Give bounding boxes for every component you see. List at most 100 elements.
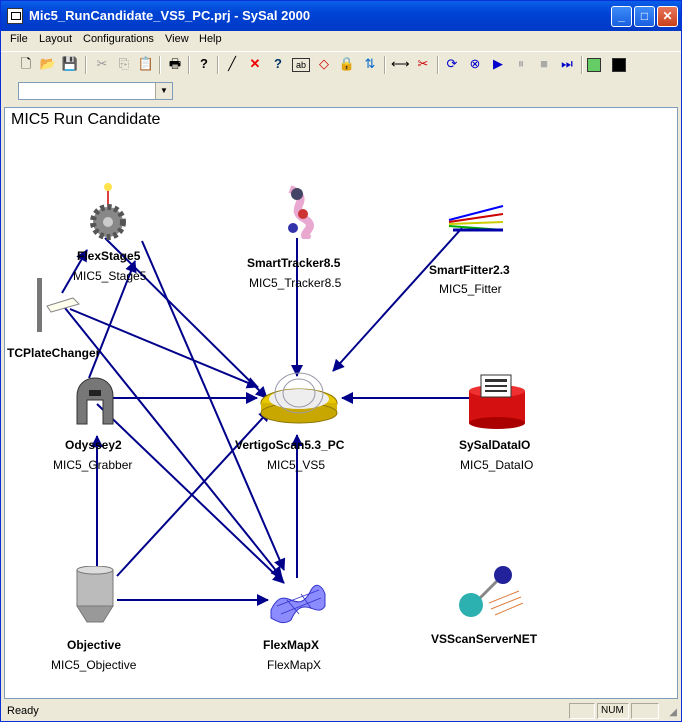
close-button[interactable]: ✕: [657, 6, 678, 27]
step-icon[interactable]: ⏭: [561, 56, 573, 71]
node-sysaldataio-instance: MIC5_DataIO: [460, 458, 534, 472]
gear-icon: [90, 183, 126, 240]
node-vsscanservernet-name: VSScanServerNET: [431, 632, 538, 646]
node-objective[interactable]: [71, 565, 119, 628]
save-icon[interactable]: 💾: [61, 56, 79, 71]
status-bar: Ready NUM ◢: [1, 701, 681, 721]
print-icon[interactable]: 🖶: [168, 56, 182, 71]
delete-icon[interactable]: ✕: [249, 56, 261, 71]
minimize-button[interactable]: _: [611, 6, 632, 27]
helmet-icon: [76, 377, 114, 425]
new-icon[interactable]: 🗋: [20, 56, 32, 71]
query-icon[interactable]: ?: [274, 56, 282, 71]
link-platechanger-to-vs5: [69, 308, 259, 389]
status-panel-scroll: [631, 703, 659, 719]
node-objective-instance: MIC5_Objective: [51, 658, 137, 672]
toolbar-separator: [217, 56, 219, 74]
node-smartfitter[interactable]: [445, 200, 507, 240]
lock-icon[interactable]: 🔒: [338, 56, 356, 71]
vertigo-icon: [260, 372, 338, 424]
link-odyssey-to-flexmap: [96, 403, 285, 584]
maximize-button[interactable]: □: [634, 6, 655, 27]
toolbar: 🗋 📂 💾 ✂ ⎘ 📋 🖶 ? ╱ ✕ ? ab ◇ 🔒 ⇅ ⟷ ✂ ⟳ ⊗ ▶…: [1, 51, 681, 78]
toolbar-separator: [85, 56, 87, 74]
swap-icon[interactable]: ⇅: [364, 56, 376, 71]
unlink-icon[interactable]: ✂: [417, 56, 429, 71]
node-objective-name: Objective: [67, 638, 122, 652]
tracker-icon: [288, 185, 314, 243]
node-flexstage5[interactable]: [82, 180, 137, 240]
grid-icon[interactable]: [587, 58, 601, 72]
menu-layout[interactable]: Layout: [39, 33, 73, 45]
node-flexmapx-name: FlexMapX: [263, 638, 320, 652]
node-flexstage5-instance: MIC5_Stage5: [73, 269, 147, 283]
fitter-icon: [448, 205, 504, 232]
node-smartfitter-instance: MIC5_Fitter: [439, 282, 502, 296]
node-vsscanservernet[interactable]: [455, 563, 527, 623]
connect-icon[interactable]: ╱: [228, 56, 236, 71]
stop-icon[interactable]: ■: [540, 56, 548, 71]
node-smarttracker[interactable]: [275, 184, 325, 243]
stop-sync-icon[interactable]: ⊗: [469, 56, 481, 71]
label-icon[interactable]: ab: [292, 58, 310, 72]
title-bar[interactable]: Mic5_RunCandidate_VS5_PC.prj - SySal 200…: [1, 1, 681, 31]
cut-icon[interactable]: ✂: [96, 56, 108, 71]
node-odyssey2[interactable]: [69, 368, 121, 430]
status-panel-empty: [569, 703, 595, 719]
help-icon[interactable]: ?: [200, 56, 208, 71]
select-icon[interactable]: ◇: [319, 56, 329, 71]
toolbar-separator: [437, 56, 439, 74]
pause-icon[interactable]: ⏸: [517, 56, 525, 71]
black-icon[interactable]: [612, 58, 626, 72]
node-flexmapx[interactable]: [267, 570, 329, 626]
node-flexmapx-instance: FlexMapX: [267, 658, 322, 672]
objective-icon: [76, 565, 114, 623]
node-smarttracker-name: SmartTracker8.5: [247, 256, 341, 270]
resize-grip-icon[interactable]: ◢: [669, 707, 677, 718]
plate-changer-icon: [37, 278, 80, 332]
node-odyssey2-name: Odyssey2: [65, 438, 122, 452]
link-platechanger-to-stage: [61, 249, 88, 294]
node-sysaldataio-name: SySalDataIO: [459, 438, 531, 452]
node-tcplatechanger[interactable]: [33, 276, 85, 334]
play-icon[interactable]: ▶: [493, 56, 503, 71]
link-stage-to-flexmap: [141, 240, 286, 571]
flexmap-icon: [270, 584, 326, 624]
node-vertigoscan[interactable]: [257, 363, 342, 425]
refresh-icon[interactable]: ⟳: [446, 56, 458, 71]
node-odyssey2-instance: MIC5_Grabber: [53, 458, 133, 472]
node-tcplatechanger-name: TCPlateChanger: [7, 346, 101, 360]
menu-help[interactable]: Help: [199, 33, 222, 45]
database-icon: [469, 374, 525, 429]
window-title: Mic5_RunCandidate_VS5_PC.prj - SySal 200…: [29, 8, 311, 23]
link-objective-to-vs5: [116, 409, 271, 577]
copy-icon[interactable]: ⎘: [118, 56, 130, 71]
toolbar-separator: [581, 56, 583, 74]
node-vertigoscan-instance: MIC5_VS5: [267, 458, 326, 472]
paste-icon[interactable]: 📋: [137, 56, 155, 71]
status-text: Ready: [7, 705, 39, 717]
toolbar-separator: [384, 56, 386, 74]
toolbar-separator: [188, 56, 190, 74]
chevron-down-icon[interactable]: ▼: [155, 83, 172, 99]
link-odyssey-to-stage: [88, 260, 137, 379]
open-icon[interactable]: 📂: [39, 56, 57, 71]
configuration-combo[interactable]: ▼: [18, 82, 173, 100]
menu-view[interactable]: View: [165, 33, 189, 45]
status-num: NUM: [597, 703, 629, 719]
menu-bar: File Layout Configurations View Help: [1, 31, 681, 49]
scan-server-icon: [459, 566, 524, 617]
link-icon[interactable]: ⟷: [391, 56, 410, 71]
links-layer: [61, 227, 472, 606]
diagram-canvas[interactable]: MIC5 Run Candidate: [4, 107, 678, 699]
menu-configurations[interactable]: Configurations: [83, 33, 154, 45]
link-platechanger-to-flexmap: [64, 307, 283, 579]
toolbar-separator: [159, 56, 161, 74]
node-vertigoscan-name: VertigoScan5.3_PC: [235, 438, 345, 452]
node-sysaldataio[interactable]: [465, 373, 529, 429]
app-icon[interactable]: [7, 8, 23, 24]
node-smarttracker-instance: MIC5_Tracker8.5: [249, 276, 342, 290]
menu-file[interactable]: File: [10, 33, 28, 45]
node-smartfitter-name: SmartFitter2.3: [429, 263, 510, 277]
